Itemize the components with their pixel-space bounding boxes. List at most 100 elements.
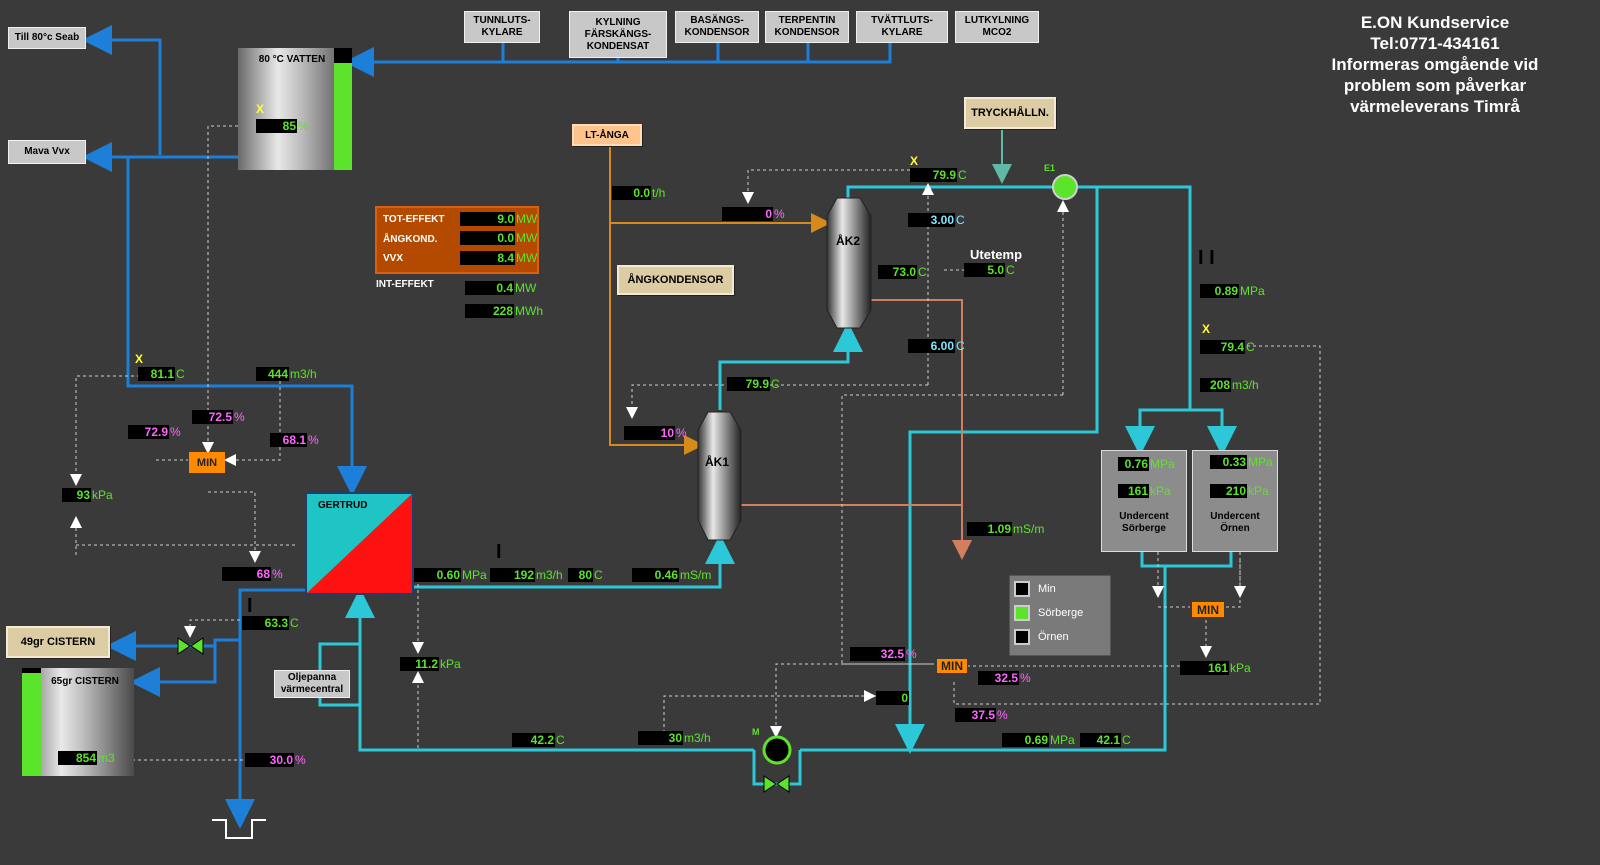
legend-label: Sörberge [1038, 607, 1084, 619]
x-marker: X [256, 102, 265, 116]
mava-vvx-box[interactable]: Mava Vvx [8, 140, 86, 164]
min-selector[interactable]: MIN [937, 659, 967, 673]
pct-value: 72.9% [128, 425, 181, 439]
ak2-vessel [826, 197, 872, 329]
kylning-farskangs-box[interactable]: KYLNING FÄRSKÄNGS- KONDENSAT [569, 11, 667, 58]
utetemp-label: Utetemp [970, 247, 1023, 262]
min-selector[interactable]: MIN [189, 452, 225, 473]
tank-80-level-fill [334, 62, 352, 170]
min-selector[interactable]: MIN [1192, 602, 1224, 617]
ii-marker: I I [1198, 247, 1215, 269]
ak2-label: ÅK2 [836, 234, 861, 248]
legend-swatch [1014, 605, 1030, 621]
pct-value: 30.0% [245, 753, 306, 767]
terpentin-kondensor-box[interactable]: TERPENTIN KONDENSOR [765, 11, 849, 43]
angkondensor-box[interactable]: ÅNGKONDENSOR [617, 265, 734, 295]
e1-indicator [1052, 174, 1078, 200]
cistern-49gr-box[interactable]: 49gr CISTERN [6, 626, 110, 658]
tank-80-level-bar [334, 48, 352, 170]
till-80-seab-box[interactable]: Till 80°c Seab [8, 27, 86, 49]
gertrud-heat-exchanger[interactable] [305, 492, 414, 595]
int-effekt-label: INT-EFFEKT [376, 279, 434, 290]
header-line: Informeras omgående vid [1331, 55, 1539, 74]
i-marker: I [247, 595, 253, 617]
lt-anga-box[interactable]: LT-ÅNGA [572, 124, 642, 146]
pct-value: 32.5% [850, 647, 917, 661]
customer-service-info: E.ON Kundservice Tel:0771-434161 Informe… [1305, 12, 1565, 117]
drain-symbol [212, 819, 266, 839]
tank-80-level: 85% [256, 119, 309, 133]
legend-item-sorberge[interactable]: Sörberge [1014, 605, 1109, 625]
x-marker: X [135, 352, 144, 366]
effect-label: ÅNGKOND. [383, 234, 438, 245]
tank-80-vatten[interactable] [238, 48, 352, 170]
oljepanna-box[interactable]: Oljepanna värmecentral [274, 670, 350, 698]
legend-item-ornen[interactable]: Örnen [1014, 629, 1109, 649]
pump-m-label: M [752, 727, 760, 737]
ak1-vessel [697, 411, 742, 541]
tunnluts-kylare-box[interactable]: TUNNLUTS- KYLARE [464, 11, 540, 43]
basangs-kondensor-box[interactable]: BASÄNGS- KONDENSOR [675, 11, 759, 43]
zero-value: 0 [876, 691, 910, 705]
tank-65-level-fill [22, 673, 41, 776]
tank-80-label: 80 °C VATTEN [258, 54, 326, 65]
legend-swatch [1014, 581, 1030, 597]
header-line: E.ON Kundservice [1360, 13, 1510, 32]
i-marker: I [496, 541, 502, 563]
pct-value: 68.1% [270, 433, 319, 447]
legend-item-min[interactable]: Min [1014, 581, 1109, 601]
lutkylning-mco2-box[interactable]: LUTKYLNING MCO2 [955, 11, 1039, 43]
undercent-sorberge-label: Undercent Sörberge [1119, 511, 1169, 534]
effect-label: VVX [383, 253, 404, 264]
pct-value: 68% [222, 567, 283, 581]
valve-49gr [177, 637, 204, 655]
tryckhalln-box[interactable]: TRYCKHÅLLN. [964, 97, 1056, 129]
selection-legend: Min Sörberge Örnen [1009, 575, 1111, 656]
ak1-label: ÅK1 [705, 455, 730, 469]
pump-m [762, 735, 792, 765]
ak1-valve-value: 10% [624, 426, 687, 440]
legend-label: Örnen [1038, 631, 1069, 643]
header-line: problem som påverkar [1343, 76, 1527, 95]
pct-value: 32.5% [978, 671, 1031, 685]
tvattluts-kylare-box[interactable]: TVÄTTLUTS- KYLARE [856, 11, 948, 43]
legend-label: Min [1038, 583, 1056, 595]
header-line: Tel:0771-434161 [1370, 34, 1500, 53]
ak2-valve-value: 0% [722, 207, 785, 221]
x-marker: X [910, 154, 919, 168]
pct-value: 72.5% [192, 410, 245, 424]
tank-65-level-bar [22, 668, 41, 776]
